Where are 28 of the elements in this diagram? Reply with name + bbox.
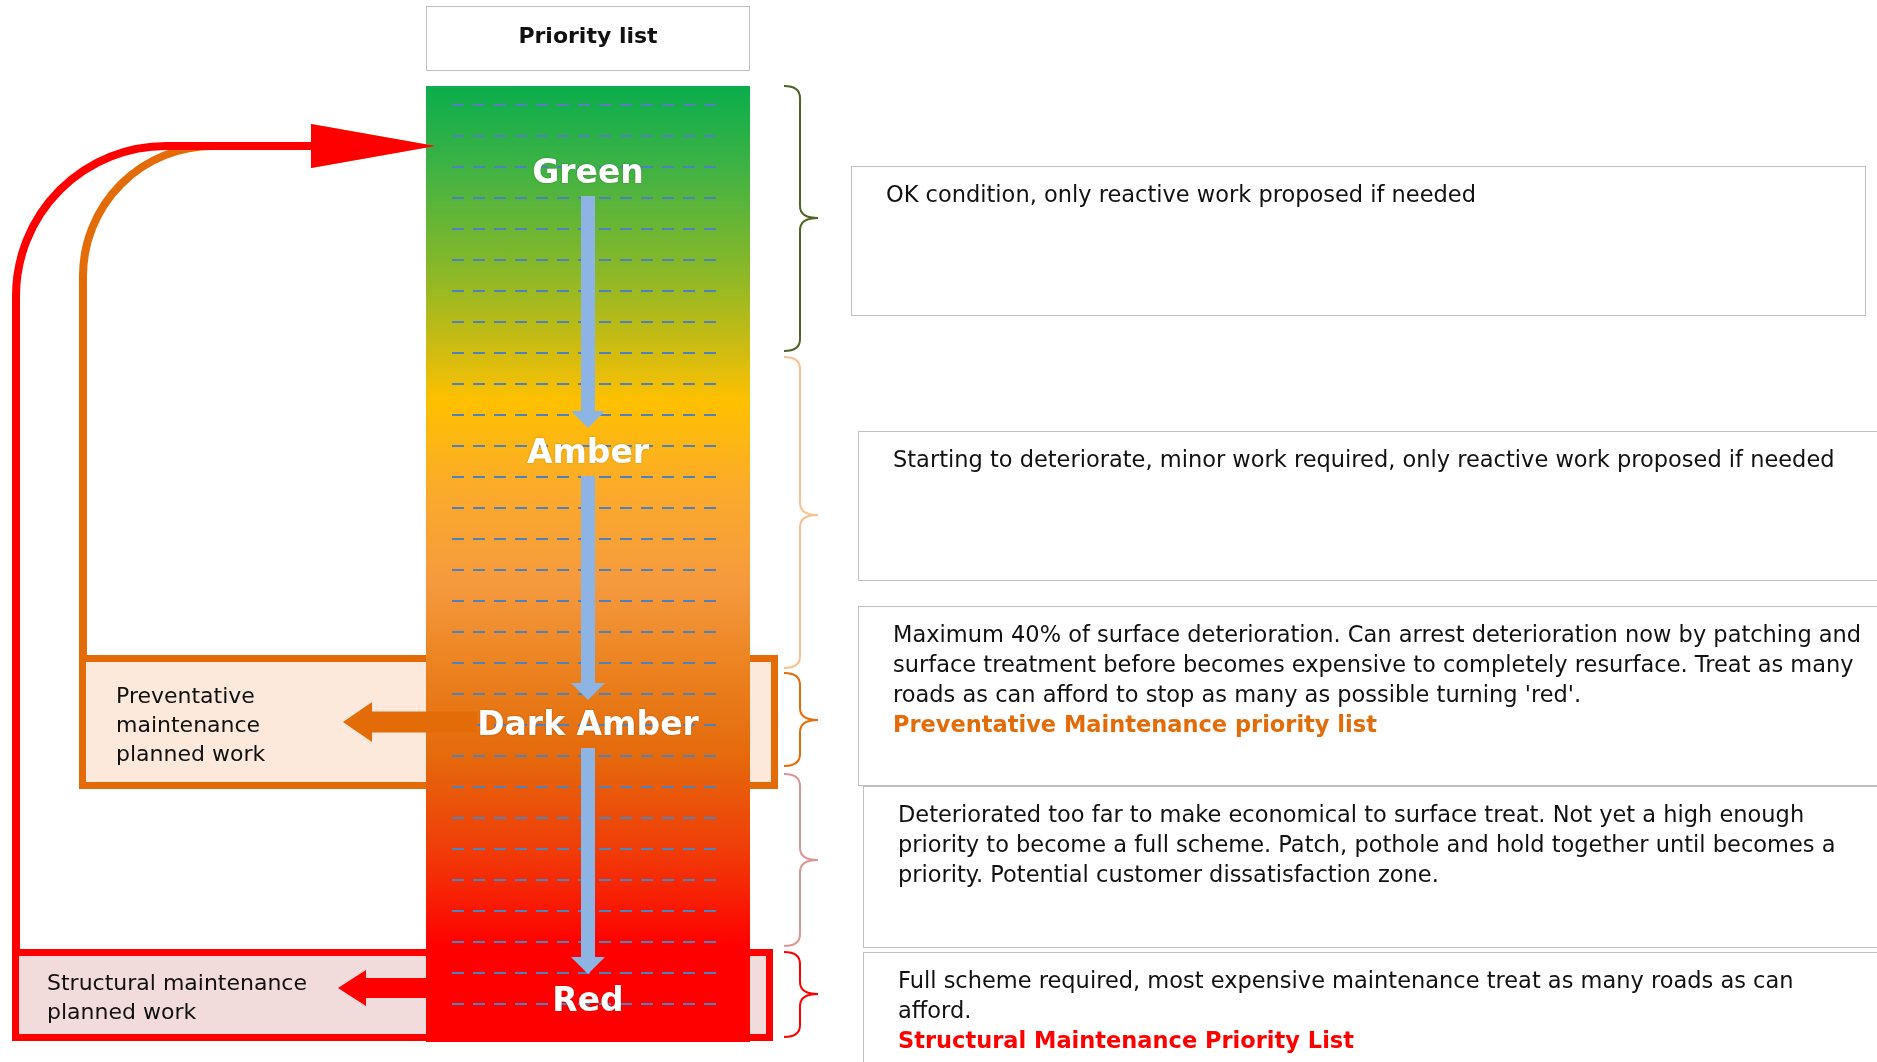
work-box [12,949,340,1041]
stage-label: Red [552,976,624,1024]
header-box [426,6,750,71]
arrow [343,702,478,742]
arrow [571,748,605,974]
stage-label: Dark Amber [477,702,699,746]
description-box [863,952,1877,1062]
description-text: OK condition, only reactive work proposed if needed [886,180,1477,209]
description-box [863,786,1877,948]
description-text: Full scheme required, most expensive maintenance treat as many roads as can afford. [898,966,1795,1025]
work-box [79,655,345,789]
arrow [571,476,605,700]
arrow [12,124,435,949]
header-text: Priority list [518,23,658,48]
priority-list-label: Structural Maintenance Priority List [898,1026,1355,1055]
stage-label: Amber [526,430,650,474]
description-box [858,606,1877,786]
description-box [858,431,1877,581]
description-text: Deteriorated too far to make economical to surface treat. Not yet a high enough priority to become a full scheme. Patch, pothole and hold together until becomes a priority. Potential customer dissatisfaction zone. [898,800,1837,889]
description-text: Maximum 40% of surface deterioration. Can arrest deterioration now by patching and surface treatment before becomes expensive to completely resurface. Treat as many roads as can afford to stop as many as possible turning 'red'. [893,620,1863,709]
description-text: Starting to deteriorate, minor work required, only reactive work proposed if needed [893,445,1836,474]
work-label: Structural maintenance planned work [47,969,308,1026]
priority-list-label: Preventative Maintenance priority list [893,710,1378,739]
gradient-bar [426,86,750,1042]
stage-label: Green [532,150,644,194]
arrow [571,196,605,428]
description-box [851,166,1866,316]
work-label: Preventative maintenance planned work [116,682,267,768]
